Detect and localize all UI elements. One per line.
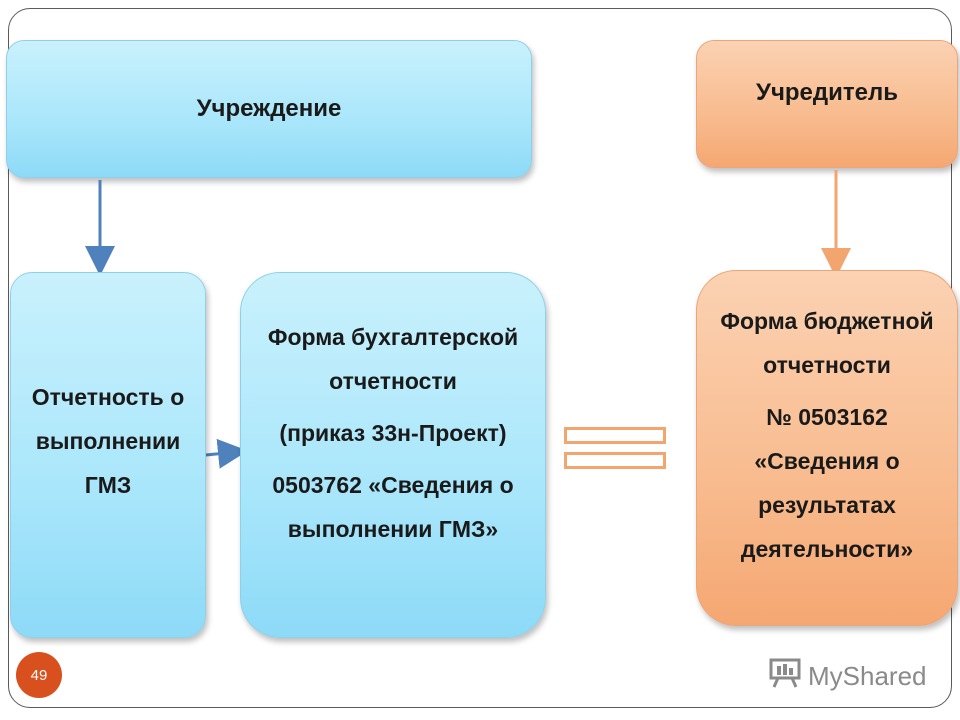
- accounting-form-order: (приказ 33н-Проект): [279, 411, 506, 455]
- founder-header-box: Учредитель: [696, 40, 958, 168]
- accounting-form-title-line-2: отчетности: [329, 368, 457, 394]
- arrow-report-to-accounting-form: [205, 438, 248, 469]
- budget-form-code-line-1: № 0503162: [766, 404, 888, 430]
- slide-number-badge: 49: [16, 652, 62, 698]
- equals-bar-bottom: [564, 452, 666, 469]
- gmz-report-line-3: ГМЗ: [84, 472, 132, 498]
- budget-form-code-line-3: результатах: [758, 492, 896, 518]
- watermark: MyShared: [768, 658, 927, 694]
- budget-form-code: № 0503162 «Сведения о результатах деятел…: [741, 395, 913, 571]
- budget-form-box: Форма бюджетной отчетности № 0503162 «Св…: [696, 270, 958, 626]
- budget-form-title: Форма бюджетной отчетности: [720, 299, 933, 387]
- accounting-form-title: Форма бухгалтерской отчетности: [268, 315, 518, 403]
- gmz-report-box: Отчетность о выполнении ГМЗ: [10, 272, 206, 638]
- accounting-form-order-line: (приказ 33н-Проект): [279, 420, 507, 446]
- budget-form-title-line-2: отчетности: [763, 352, 891, 378]
- founder-header-label: Учредитель: [756, 79, 898, 106]
- budget-form-title-line-1: Форма бюджетной: [720, 308, 934, 334]
- presentation-board-icon: [768, 658, 802, 695]
- accounting-form-code-line-2: выполнении ГМЗ»: [287, 516, 499, 542]
- institution-header-label: Учреждение: [196, 95, 342, 122]
- budget-form-code-line-4: деятельности»: [740, 536, 914, 562]
- watermark-text: MyShared: [808, 660, 927, 691]
- accounting-form-title-line-1: Форма бухгалтерской: [267, 324, 519, 350]
- slide-number: 49: [30, 666, 48, 684]
- equals-bar-top: [564, 427, 666, 444]
- gmz-report-line-1: Отчетность о: [31, 384, 185, 410]
- budget-form-code-line-2: «Сведения о: [754, 448, 900, 474]
- accounting-form-box: Форма бухгалтерской отчетности (приказ 3…: [240, 272, 546, 638]
- accounting-form-code: 0503762 «Сведения о выполнении ГМЗ»: [272, 463, 513, 551]
- institution-header-box: Учреждение: [6, 40, 532, 178]
- accounting-form-code-line-1: 0503762 «Сведения о: [272, 472, 514, 498]
- gmz-report-line-2: выполнении: [35, 428, 181, 454]
